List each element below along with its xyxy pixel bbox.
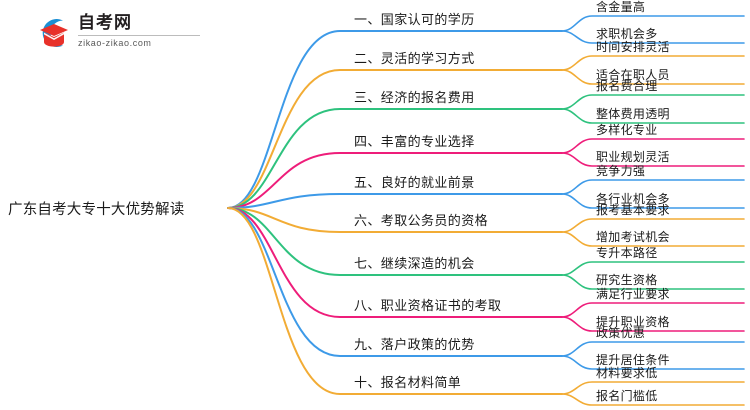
mindmap-branch-label[interactable]: 一、国家认可的学历 (354, 13, 475, 28)
mindmap-sub-label[interactable]: 专升本路径 (596, 246, 658, 260)
logo-divider (78, 35, 200, 36)
site-logo: 自考网 zikao-zikao.com (34, 12, 214, 54)
mindmap-sub-label[interactable]: 职业规划灵活 (596, 150, 670, 164)
mindmap-sub-label[interactable]: 多样化专业 (596, 123, 658, 137)
mindmap-branch-label[interactable]: 九、落户政策的优势 (354, 338, 475, 353)
graduation-cap-logo-icon (40, 19, 68, 47)
mindmap-sub-label[interactable]: 增加考试机会 (596, 230, 670, 244)
mindmap-branch-label[interactable]: 二、灵活的学习方式 (354, 52, 475, 67)
mindmap-branch-label[interactable]: 十、报名材料简单 (354, 376, 462, 391)
mindmap-branch-label[interactable]: 七、继续深造的机会 (354, 257, 475, 272)
mindmap-branch-label[interactable]: 三、经济的报名费用 (354, 91, 475, 106)
mindmap-sub-label[interactable]: 各行业机会多 (596, 192, 670, 206)
mindmap-center-node[interactable]: 广东自考大专十大优势解读 (8, 196, 224, 220)
mindmap-sub-label[interactable]: 报名费合理 (596, 79, 658, 93)
mindmap-sub-label[interactable]: 竞争力强 (596, 164, 646, 178)
mindmap-sub-label[interactable]: 报名门槛低 (596, 389, 658, 403)
mindmap-sub-label[interactable]: 提升居住条件 (596, 353, 670, 367)
mindmap-sub-label[interactable]: 满足行业要求 (596, 287, 670, 301)
mindmap-sub-label[interactable]: 报考基本要求 (596, 203, 670, 217)
mindmap-sub-label[interactable]: 提升职业资格 (596, 315, 670, 329)
mindmap-branch-label[interactable]: 八、职业资格证书的考取 (354, 299, 502, 314)
mindmap-sub-label[interactable]: 整体费用透明 (596, 107, 670, 121)
logo-title: 自考网 (78, 13, 132, 33)
mindmap-sub-label[interactable]: 研究生资格 (596, 273, 658, 287)
mindmap-sub-label[interactable]: 含金量高 (596, 0, 646, 14)
mindmap-branch-label[interactable]: 四、丰富的专业选择 (354, 135, 475, 150)
logo-text: 自考网 zikao-zikao.com (78, 12, 208, 52)
mindmap-branch-label[interactable]: 六、考取公务员的资格 (354, 214, 489, 229)
logo-subtitle: zikao-zikao.com (78, 38, 152, 48)
mindmap-sub-label[interactable]: 时间安排灵活 (596, 40, 670, 54)
mindmap-sub-label[interactable]: 材料要求低 (596, 366, 658, 380)
center-node-label: 广东自考大专十大优势解读 (8, 201, 185, 218)
mindmap-sub-label[interactable]: 求职机会多 (596, 27, 658, 41)
mindmap-branch-label[interactable]: 五、良好的就业前景 (354, 176, 475, 191)
mindmap-sub-label[interactable]: 适合在职人员 (596, 68, 670, 82)
mindmap-sub-label[interactable]: 政策优惠 (596, 326, 646, 340)
